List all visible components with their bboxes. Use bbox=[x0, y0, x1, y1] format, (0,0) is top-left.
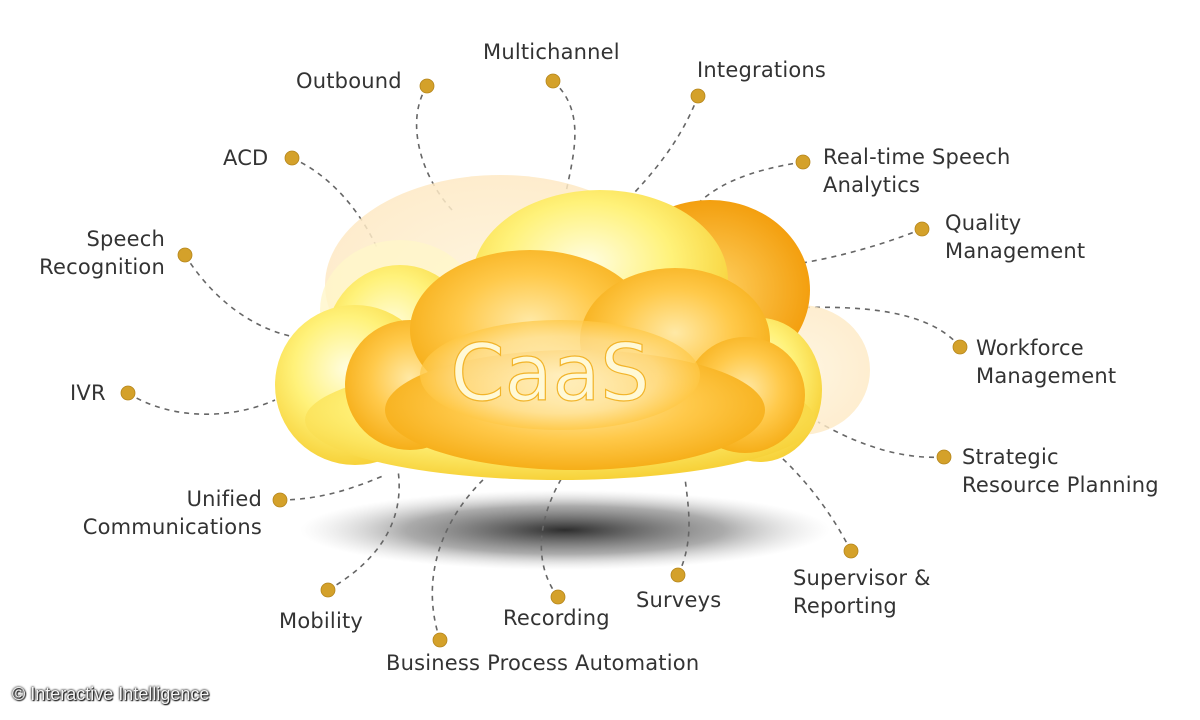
connector-multichannel bbox=[552, 80, 576, 193]
label-strategic-line2: Resource Planning bbox=[962, 473, 1159, 497]
dot-mobility bbox=[320, 582, 336, 598]
label-quality-line2: Management bbox=[945, 239, 1086, 263]
label-supervisor-line2: Reporting bbox=[793, 594, 897, 618]
label-business-process-automation: Business Process Automation bbox=[386, 651, 700, 675]
label-ivr: IVR bbox=[70, 381, 106, 405]
connector-realtime bbox=[687, 161, 804, 216]
label-realtime-line1: Real-time Speech bbox=[823, 145, 1011, 169]
dot-acd bbox=[284, 150, 300, 166]
connector-outbound bbox=[415, 85, 453, 211]
cloud-center-label: CaaS bbox=[450, 329, 650, 419]
connector-strategic bbox=[817, 421, 945, 459]
label-speech-line1: Speech bbox=[86, 227, 165, 251]
dot-ivr bbox=[120, 385, 136, 401]
label-realtime-line2: Analytics bbox=[823, 173, 921, 197]
label-supervisor-reporting: Supervisor & Reporting bbox=[793, 564, 931, 620]
caas-cloud: CaaS bbox=[275, 175, 870, 480]
label-strategic-resource-planning: Strategic Resource Planning bbox=[962, 443, 1159, 499]
label-mobility: Mobility bbox=[279, 609, 364, 633]
label-recording: Recording bbox=[503, 606, 610, 630]
label-outbound: Outbound bbox=[296, 69, 402, 93]
dot-recording bbox=[550, 589, 566, 605]
dot-supervisor bbox=[843, 543, 859, 559]
dot-multichannel bbox=[545, 73, 561, 89]
connector-bpa bbox=[431, 474, 489, 641]
copyright-notice: © Interactive Intelligence bbox=[12, 684, 210, 704]
label-surveys: Surveys bbox=[636, 588, 722, 612]
connector-quality bbox=[747, 228, 923, 269]
label-integrations: Integrations bbox=[697, 58, 827, 82]
label-unified-line2: Communications bbox=[82, 515, 262, 539]
label-supervisor-line1: Supervisor & bbox=[793, 566, 931, 590]
dot-surveys bbox=[670, 567, 686, 583]
connector-surveys bbox=[677, 477, 690, 576]
label-workforce-management: Workforce Management bbox=[976, 334, 1116, 390]
label-quality-line1: Quality bbox=[945, 211, 1022, 235]
connector-recording bbox=[540, 467, 569, 598]
connector-mobility bbox=[327, 469, 400, 591]
dot-strategic bbox=[936, 449, 952, 465]
label-speech-recognition: Speech Recognition bbox=[32, 225, 165, 281]
label-realtime-speech-analytics: Real-time Speech Analytics bbox=[823, 143, 1011, 199]
dot-integrations bbox=[690, 88, 706, 104]
connector-ivr bbox=[127, 392, 276, 416]
label-workforce-line1: Workforce bbox=[976, 336, 1084, 360]
dot-realtime bbox=[795, 154, 811, 170]
dot-bpa bbox=[432, 632, 448, 648]
label-strategic-line1: Strategic bbox=[962, 445, 1059, 469]
cloud-shadow bbox=[300, 490, 830, 570]
connector-supervisor bbox=[781, 457, 852, 552]
label-unified-line1: Unified bbox=[186, 487, 262, 511]
dot-workforce bbox=[952, 339, 968, 355]
dot-quality bbox=[914, 221, 930, 237]
connector-speech bbox=[184, 254, 301, 339]
label-multichannel: Multichannel bbox=[483, 40, 620, 64]
label-workforce-line2: Management bbox=[976, 364, 1117, 388]
label-speech-line2: Recognition bbox=[39, 255, 165, 279]
label-unified-communications: Unified Communications bbox=[68, 485, 262, 541]
label-acd: ACD bbox=[223, 146, 269, 170]
bullet-dots bbox=[120, 73, 968, 648]
dot-speech bbox=[177, 247, 193, 263]
dot-unified bbox=[272, 492, 288, 508]
label-quality-management: Quality Management bbox=[945, 209, 1085, 265]
connector-integrations bbox=[633, 95, 699, 194]
connector-unified bbox=[279, 474, 386, 501]
dot-outbound bbox=[419, 78, 435, 94]
